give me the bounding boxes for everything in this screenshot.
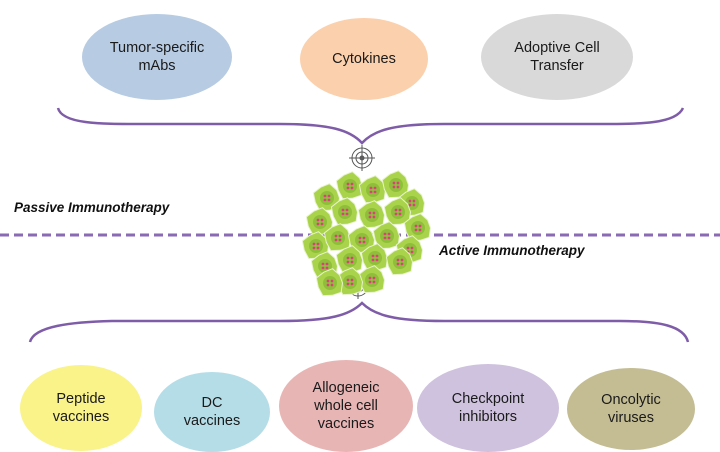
- tumor-cell: [358, 175, 387, 204]
- tumor-cell: [315, 268, 344, 297]
- active-node-label: Allogeneic whole cell vaccines: [312, 380, 380, 432]
- passive-node: Cytokines: [300, 18, 428, 100]
- active-node-label: DC vaccines: [183, 395, 241, 429]
- tumor-cell: [381, 170, 410, 199]
- passive-node: Adoptive Cell Transfer: [481, 14, 633, 100]
- tumor-cell: [347, 225, 376, 254]
- active-immunotherapy-label: Active Immunotherapy: [439, 243, 585, 258]
- tumor-cell: [335, 171, 364, 200]
- passive-immunotherapy-label: Passive Immunotherapy: [14, 200, 170, 215]
- passive-node: Tumor-specific mAbs: [82, 14, 232, 100]
- tumor-cell: [357, 200, 386, 229]
- bottom-brace: [28, 301, 690, 343]
- top-brace: [56, 107, 685, 145]
- active-node: Peptide vaccines: [20, 365, 142, 451]
- tumor-cell: [330, 197, 359, 226]
- active-node: Checkpoint inhibitors: [417, 364, 559, 452]
- tumor-cell-cluster: [301, 170, 432, 297]
- tumor-cell: [372, 221, 401, 250]
- passive-node-label: Adoptive Cell Transfer: [514, 40, 600, 74]
- active-node: Oncolytic viruses: [567, 368, 695, 450]
- tumor-cell: [357, 265, 386, 294]
- target-icon-top: [349, 145, 375, 171]
- active-node-label: Oncolytic viruses: [601, 392, 661, 426]
- tumor-cell: [312, 183, 341, 212]
- tumor-cell: [360, 243, 389, 272]
- active-node-label: Checkpoint inhibitors: [451, 391, 525, 425]
- active-node: DC vaccines: [154, 372, 270, 452]
- tumor-cell: [403, 213, 432, 242]
- active-node: Allogeneic whole cell vaccines: [279, 360, 413, 452]
- tumor-cell: [385, 247, 414, 276]
- passive-node-label: Tumor-specific mAbs: [109, 40, 205, 74]
- tumor-cell: [301, 231, 330, 260]
- active-node-label: Peptide vaccines: [52, 391, 110, 425]
- tumor-cell: [335, 267, 364, 296]
- passive-node-label: Cytokines: [332, 51, 396, 67]
- tumor-cell: [383, 197, 412, 226]
